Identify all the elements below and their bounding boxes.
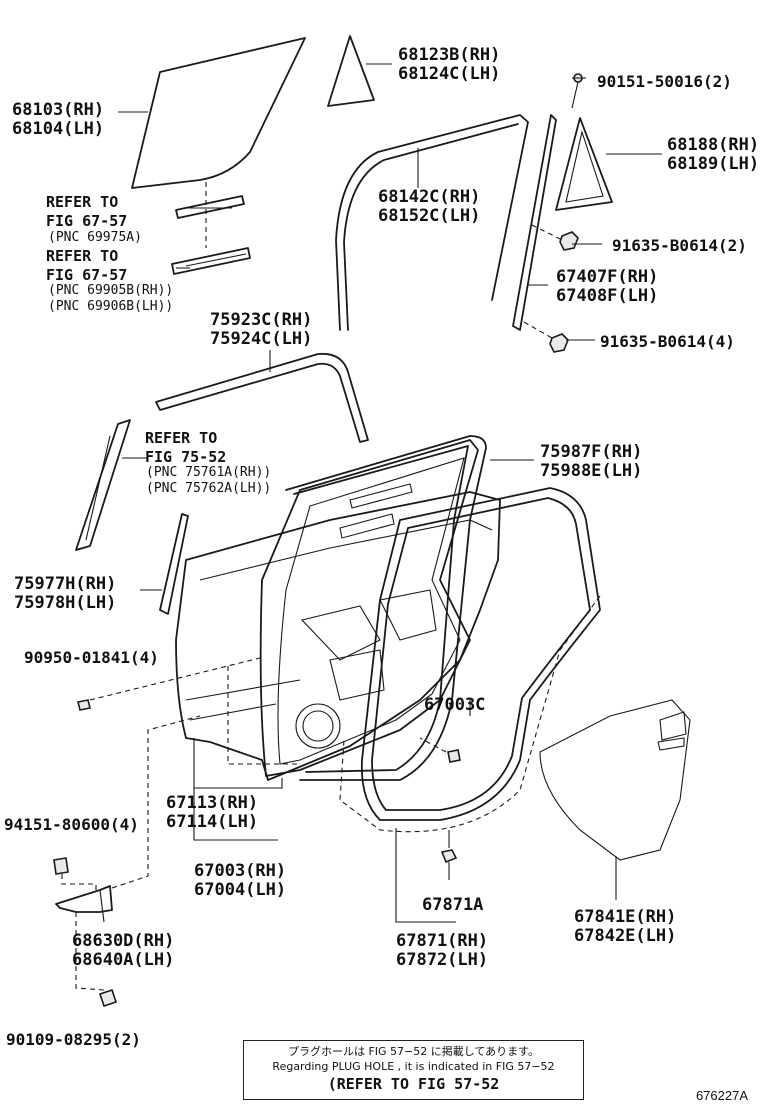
label-division-bar: 67407F(RH) 67408F(LH) — [556, 267, 659, 306]
label-quarter-glass: 68123B(RH) 68124C(LH) — [398, 45, 501, 84]
label-belt-moulding: 75923C(RH) 75924C(LH) — [210, 310, 313, 349]
door-frame — [259, 439, 479, 777]
note-line-refer: (REFER TO FIG 57-52 — [327, 1075, 500, 1093]
note-line-jp: プラグホールは FIG 57−52 に掲載してあります。 — [287, 1045, 540, 1058]
weatherstrip-upper — [285, 435, 487, 781]
label-bolt-hinge: 94151-80600(4) — [4, 815, 139, 834]
garnish-lower — [159, 513, 189, 615]
clip-weather — [440, 830, 458, 880]
hole-cover — [539, 699, 691, 861]
bolt-bottom — [98, 988, 118, 1008]
label-hinge: 68630D(RH) 68640A(LH) — [72, 931, 175, 970]
quarter-glass — [327, 35, 375, 107]
door-panel — [175, 491, 501, 781]
label-clip-weather: 67871A — [422, 895, 484, 915]
note-line-en: Regarding PLUG HOLE , it is indicated in… — [272, 1060, 555, 1073]
label-weatherstrip-upper: 75987F(RH) 75988E(LH) — [540, 442, 643, 481]
label-panel-plug: 67003C — [424, 695, 486, 715]
label-garnish: 75977H(RH) 75978H(LH) — [14, 574, 117, 613]
label-hole-cover: 67841E(RH) 67842E(LH) — [574, 907, 677, 946]
screw-top — [571, 73, 583, 109]
label-refer-b-pnc: (PNC 69905B(RH)) (PNC 69906B(LH)) — [48, 283, 174, 314]
panel-plug — [419, 737, 461, 763]
door-glass — [131, 37, 306, 189]
label-door-panel: 67003(RH) 67004(LH) — [194, 861, 287, 900]
garnish-upper — [75, 419, 131, 551]
bolt-hinge — [53, 857, 97, 890]
label-refer-b: REFER TO FIG 67-57 — [46, 247, 128, 284]
label-refer-c-pnc: (PNC 75761A(RH)) (PNC 75762A(LH)) — [146, 465, 272, 496]
belt-moulding — [155, 352, 369, 443]
clip-upper — [531, 224, 579, 251]
channel-strips — [171, 182, 251, 275]
plug-hole-note: プラグホールは FIG 57−52 に掲載してあります。 Regarding P… — [243, 1040, 584, 1100]
label-clip-4: 91635-B0614(4) — [600, 332, 735, 351]
plug — [77, 657, 300, 765]
label-door-weather: 67871(RH) 67872(LH) — [396, 931, 489, 970]
label-clip-2: 91635-B0614(2) — [612, 236, 747, 255]
label-screw-top: 90151-50016(2) — [597, 72, 732, 91]
label-bolt-bottom: 90109-08295(2) — [6, 1030, 141, 1049]
label-door-frame: 67113(RH) 67114(LH) — [166, 793, 259, 832]
door-weatherstrip — [339, 487, 601, 833]
label-refer-a-pnc: (PNC 69975A) — [48, 230, 142, 245]
label-refer-a: REFER TO FIG 67-57 — [46, 193, 128, 230]
label-plug: 90950-01841(4) — [24, 648, 159, 667]
run-channel — [335, 114, 529, 331]
label-run-channel: 68142C(RH) 68152C(LH) — [378, 187, 481, 226]
leader-lines — [118, 63, 662, 923]
hinge — [55, 715, 201, 991]
fixed-glass — [555, 117, 613, 211]
diagram-code: 676227A — [695, 1088, 748, 1103]
label-fixed-glass: 68188(RH) 68189(LH) — [667, 135, 760, 174]
division-bar — [512, 114, 557, 331]
label-glass: 68103(RH) 68104(LH) — [12, 100, 105, 139]
label-refer-c: REFER TO FIG 75-52 — [145, 429, 227, 466]
clip-lower — [523, 321, 569, 353]
